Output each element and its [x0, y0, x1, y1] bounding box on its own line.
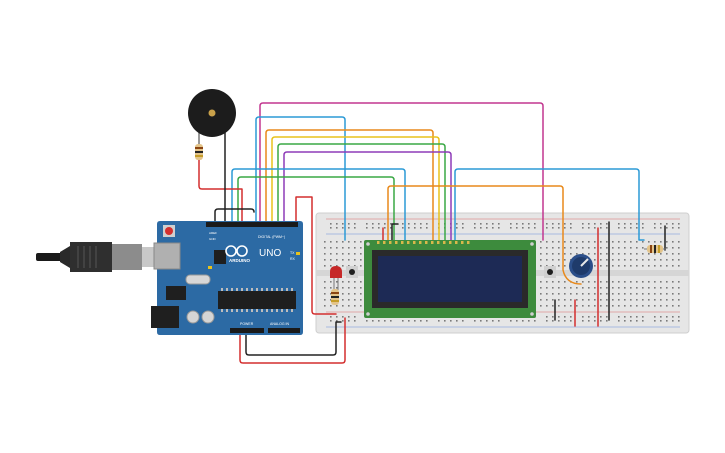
arduino-logo: ARDUINO	[225, 245, 250, 263]
resistor-led[interactable]	[331, 289, 339, 305]
wire-red-led	[295, 196, 337, 315]
arduino-uno[interactable]: ARDUINO UNO DIGITAL (PWM~) POWER ANALOG …	[151, 221, 303, 335]
wire-red-power	[239, 317, 346, 364]
resistor-buzzer[interactable]	[195, 144, 203, 160]
wire-green-1	[277, 143, 446, 241]
analog-label: ANALOG IN	[270, 322, 290, 326]
wire-orange-2	[387, 185, 582, 285]
wire-red-buzzer	[198, 159, 243, 223]
resistor-right[interactable]	[644, 245, 666, 253]
wire-orange-1	[265, 129, 434, 241]
wire-magenta	[259, 102, 544, 241]
usb-jack	[153, 242, 181, 270]
power-label: POWER	[240, 322, 254, 326]
aref-label: AREF	[209, 231, 217, 235]
board-model: UNO	[259, 248, 281, 259]
power-jack	[151, 306, 179, 328]
lcd-screen	[378, 256, 522, 302]
analog-header	[268, 328, 300, 333]
usb-cable[interactable]	[36, 242, 172, 272]
atmega-chip	[218, 291, 296, 309]
pushbutton-right[interactable]	[544, 266, 556, 278]
lcd-16x2[interactable]	[364, 240, 536, 318]
wire-black-power	[245, 321, 342, 356]
gnd-label: GND	[209, 237, 217, 241]
logo-text: ARDUINO	[229, 258, 250, 263]
wire-purple	[283, 151, 452, 241]
wire-yellow	[271, 136, 440, 241]
wire-blue-3	[454, 168, 645, 241]
wire-blue-1	[255, 116, 346, 241]
potentiometer[interactable]	[569, 254, 593, 278]
wire-black-gnd	[214, 208, 255, 223]
wires	[198, 102, 666, 364]
digital-label: DIGITAL (PWM~)	[258, 235, 285, 239]
power-header	[230, 328, 264, 333]
wire-green-2	[237, 176, 395, 241]
rx-label: RX	[290, 257, 296, 261]
pushbutton-left[interactable]	[346, 266, 358, 278]
wire-blue-2	[231, 168, 406, 241]
digital-header	[206, 222, 298, 227]
tx-label: TX	[290, 251, 295, 255]
